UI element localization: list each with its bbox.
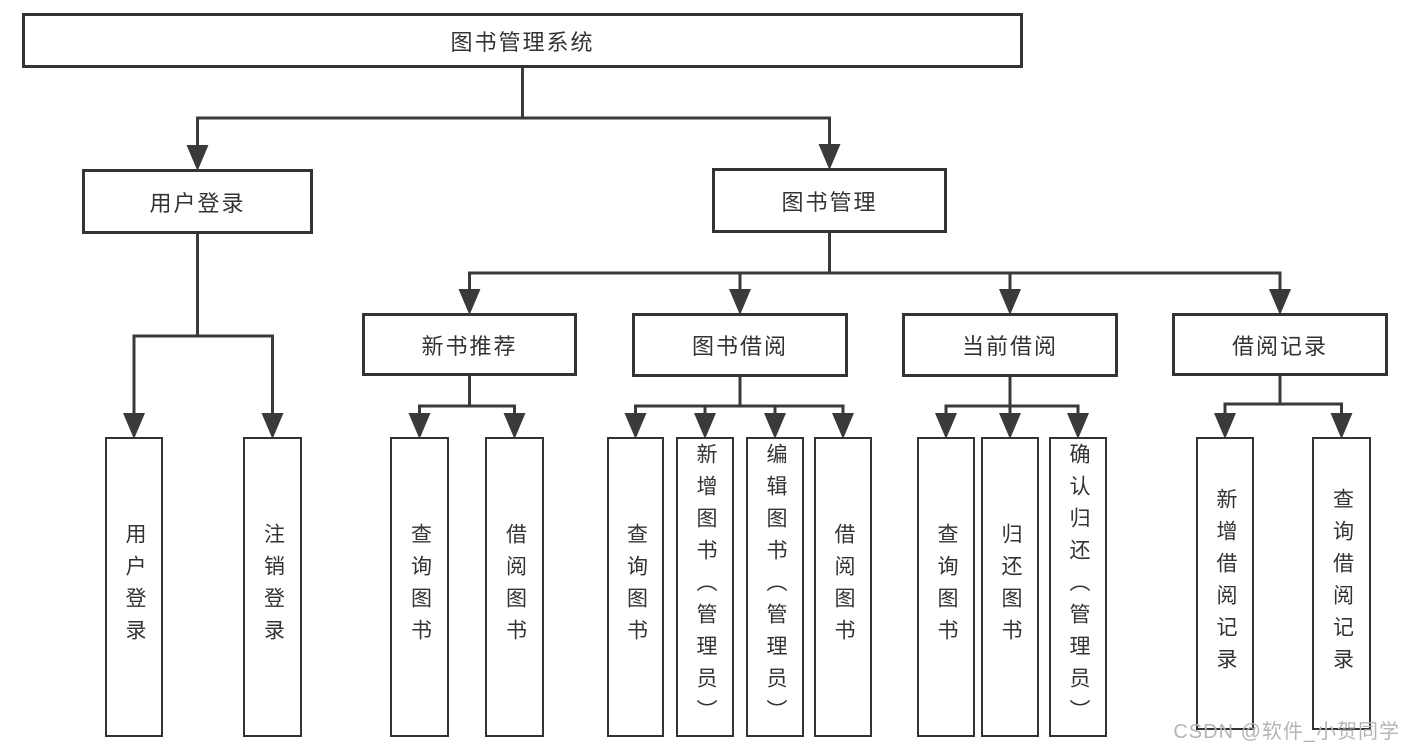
arrowhead-icon [832,413,854,439]
node-br-add: 新增借阅记录 [1196,437,1254,730]
node-current-borrow: 当前借阅 [902,313,1118,377]
arrowhead-icon [458,289,481,315]
arrowhead-icon [999,289,1021,315]
node-login-leaf: 用户登录 [105,437,163,737]
node-label: 归还图书 [999,523,1022,651]
arrowhead-icon [186,145,209,171]
node-cb-query: 查询图书 [917,437,975,737]
node-label: 图书借阅 [691,334,788,359]
arrowhead-icon [1330,413,1353,439]
arrowhead-icon [123,413,145,439]
arrowhead-icon [1214,413,1236,439]
node-book-mgmt: 图书管理 [712,168,947,233]
arrowhead-icon [729,289,751,315]
node-cb-confirm: 确认归还（管理员） [1049,437,1107,737]
arrowhead-icon [261,413,284,439]
arrowhead-icon [694,413,716,439]
node-bb-borrow: 借阅图书 [814,437,872,737]
node-nb-query: 查询图书 [390,437,449,737]
node-label: 图书管理系统 [450,29,595,55]
edge-root [186,66,841,171]
arrowhead-icon [503,413,526,439]
arrowhead-icon [764,413,786,439]
node-label: 查询图书 [624,523,648,651]
node-root: 图书管理系统 [22,13,1023,68]
edge-book-mgmt [458,231,1291,315]
edge-user-login [123,232,284,439]
arrowhead-icon [624,413,647,439]
node-label: 用户登录 [149,190,246,216]
node-new-book: 新书推荐 [362,313,577,376]
edge-book-borrow [624,375,854,439]
edge-current-borrow [935,375,1089,439]
node-bb-edit: 编辑图书（管理员） [746,437,804,737]
node-label: 新书推荐 [421,333,518,359]
node-label: 新增借阅记录 [1214,487,1237,680]
node-cb-return: 归还图书 [981,437,1039,737]
node-borrow-records: 借阅记录 [1172,313,1388,376]
node-br-query: 查询借阅记录 [1312,437,1371,730]
node-label: 借阅记录 [1231,333,1328,359]
node-label: 注销登录 [261,523,285,651]
node-label: 图书管理 [781,189,878,215]
node-label: 借阅图书 [832,523,855,651]
node-label: 新增图书（管理员） [694,443,717,731]
node-label: 查询图书 [408,523,432,651]
arrowhead-icon [999,413,1021,439]
node-label: 确认归还（管理员） [1067,443,1090,731]
arrowhead-icon [935,413,957,439]
arrowhead-icon [1067,413,1089,439]
node-label: 查询图书 [935,523,958,651]
csdn-watermark: CSDN @软件_小贺同学 [1173,721,1400,743]
node-nb-borrow: 借阅图书 [485,437,544,737]
node-label: 查询借阅记录 [1330,487,1354,680]
node-label: 当前借阅 [961,334,1058,359]
node-label: 编辑图书（管理员） [764,443,787,731]
arrowhead-icon [818,144,841,170]
node-label: 借阅图书 [503,523,527,651]
node-logout-leaf: 注销登录 [243,437,302,737]
node-label: 用户登录 [123,523,146,651]
arrowhead-icon [1269,289,1291,315]
node-user-login: 用户登录 [82,169,313,234]
node-bb-add: 新增图书（管理员） [676,437,734,737]
node-book-borrow: 图书借阅 [632,313,848,377]
edge-borrow-records [1214,374,1353,439]
arrowhead-icon [408,413,431,439]
node-bb-query: 查询图书 [607,437,664,737]
edge-new-book [408,374,526,439]
